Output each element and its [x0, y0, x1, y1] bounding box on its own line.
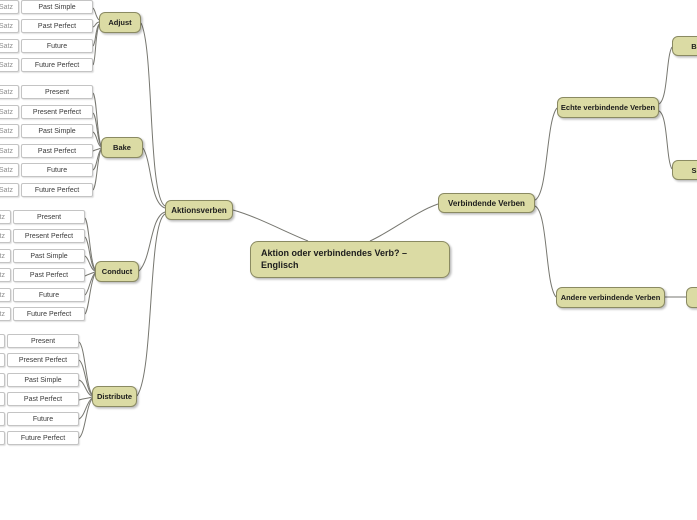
leaf-row: Satz Present Perfect [0, 105, 93, 119]
leaf-row: Satz Present Perfect [0, 353, 79, 367]
node-echte-verbindende-verben[interactable]: Echte verbindende Verben [557, 97, 659, 118]
satz-node[interactable]: Satz [0, 431, 5, 445]
tense-node[interactable]: Future Perfect [7, 431, 79, 445]
node-adjust[interactable]: Adjust [99, 12, 141, 33]
satz-node[interactable]: Satz [0, 268, 11, 282]
tense-node[interactable]: Present [7, 334, 79, 348]
node-partial-b[interactable]: B [672, 36, 697, 56]
satz-node[interactable]: Satz [0, 373, 5, 387]
tense-node[interactable]: Future Perfect [21, 183, 93, 197]
tense-node[interactable]: Past Simple [13, 249, 85, 263]
satz-node[interactable]: Satz [0, 19, 19, 33]
tense-node[interactable]: Past Perfect [13, 268, 85, 282]
tense-node[interactable]: Present [13, 210, 85, 224]
tense-node[interactable]: Future [7, 412, 79, 426]
tense-node[interactable]: Future [21, 39, 93, 53]
satz-node[interactable]: Satz [0, 334, 5, 348]
tense-node[interactable]: Past Perfect [21, 19, 93, 33]
tense-node[interactable]: Past Perfect [21, 144, 93, 158]
tense-node[interactable]: Past Simple [21, 124, 93, 138]
leaf-row: Satz Future [0, 288, 85, 302]
satz-node[interactable]: Satz [0, 229, 11, 243]
leaf-row: Satz Present Perfect [0, 229, 85, 243]
tense-node[interactable]: Future [13, 288, 85, 302]
leaf-row: Satz Future Perfect [0, 431, 79, 445]
leaf-row: Satz Future [0, 39, 93, 53]
tense-node[interactable]: Future Perfect [21, 58, 93, 72]
tense-node[interactable]: Present Perfect [21, 105, 93, 119]
leaf-row: Satz Past Simple [0, 249, 85, 263]
leaf-row: Satz Past Simple [0, 124, 93, 138]
tense-node[interactable]: Future [21, 163, 93, 177]
satz-node[interactable]: Satz [0, 0, 19, 14]
leaf-row: Satz Future Perfect [0, 58, 93, 72]
satz-node[interactable]: Satz [0, 307, 11, 321]
satz-node[interactable]: Satz [0, 39, 19, 53]
node-bake[interactable]: Bake [101, 137, 143, 158]
leaf-row: Satz Past Perfect [0, 268, 85, 282]
leaf-row: Satz Future Perfect [0, 183, 93, 197]
tense-node[interactable]: Future Perfect [13, 307, 85, 321]
tense-node[interactable]: Past Simple [21, 0, 93, 14]
tense-node[interactable]: Past Simple [7, 373, 79, 387]
satz-node[interactable]: Satz [0, 412, 5, 426]
satz-node[interactable]: Satz [0, 163, 19, 177]
satz-node[interactable]: Satz [0, 144, 19, 158]
branch-aktionsverben[interactable]: Aktionsverben [165, 200, 233, 220]
leaf-row: Satz Future [0, 163, 93, 177]
leaf-row: Satz Present [0, 334, 79, 348]
leaf-row: Satz Past Simple [0, 0, 93, 14]
node-partial-blank[interactable] [686, 287, 697, 308]
tense-node[interactable]: Present Perfect [7, 353, 79, 367]
satz-node[interactable]: Satz [0, 249, 11, 263]
tense-node[interactable]: Past Perfect [7, 392, 79, 406]
satz-node[interactable]: Satz [0, 105, 19, 119]
leaf-row: Satz Past Simple [0, 373, 79, 387]
leaf-row: Satz Past Perfect [0, 144, 93, 158]
satz-node[interactable]: Satz [0, 85, 19, 99]
satz-node[interactable]: Satz [0, 58, 19, 72]
leaf-row: Satz Past Perfect [0, 19, 93, 33]
satz-node[interactable]: Satz [0, 183, 19, 197]
leaf-row: Satz Present [0, 210, 85, 224]
node-distribute[interactable]: Distribute [92, 386, 137, 407]
leaf-row: Satz Present [0, 85, 93, 99]
satz-node[interactable]: Satz [0, 288, 11, 302]
satz-node[interactable]: Satz [0, 124, 19, 138]
leaf-row: Satz Past Perfect [0, 392, 79, 406]
leaf-row: Satz Future Perfect [0, 307, 85, 321]
satz-node[interactable]: Satz [0, 353, 5, 367]
satz-node[interactable]: Satz [0, 210, 11, 224]
branch-verbindende-verben[interactable]: Verbindende Verben [438, 193, 535, 213]
satz-node[interactable]: Satz [0, 392, 5, 406]
node-conduct[interactable]: Conduct [95, 261, 139, 282]
node-partial-s[interactable]: S [672, 160, 697, 180]
leaf-row: Satz Future [0, 412, 79, 426]
tense-node[interactable]: Present Perfect [13, 229, 85, 243]
tense-node[interactable]: Present [21, 85, 93, 99]
node-andere-verbindende-verben[interactable]: Andere verbindende Verben [556, 287, 665, 308]
root-node[interactable]: Aktion oder verbindendes Verb? – Englisc… [250, 241, 450, 279]
